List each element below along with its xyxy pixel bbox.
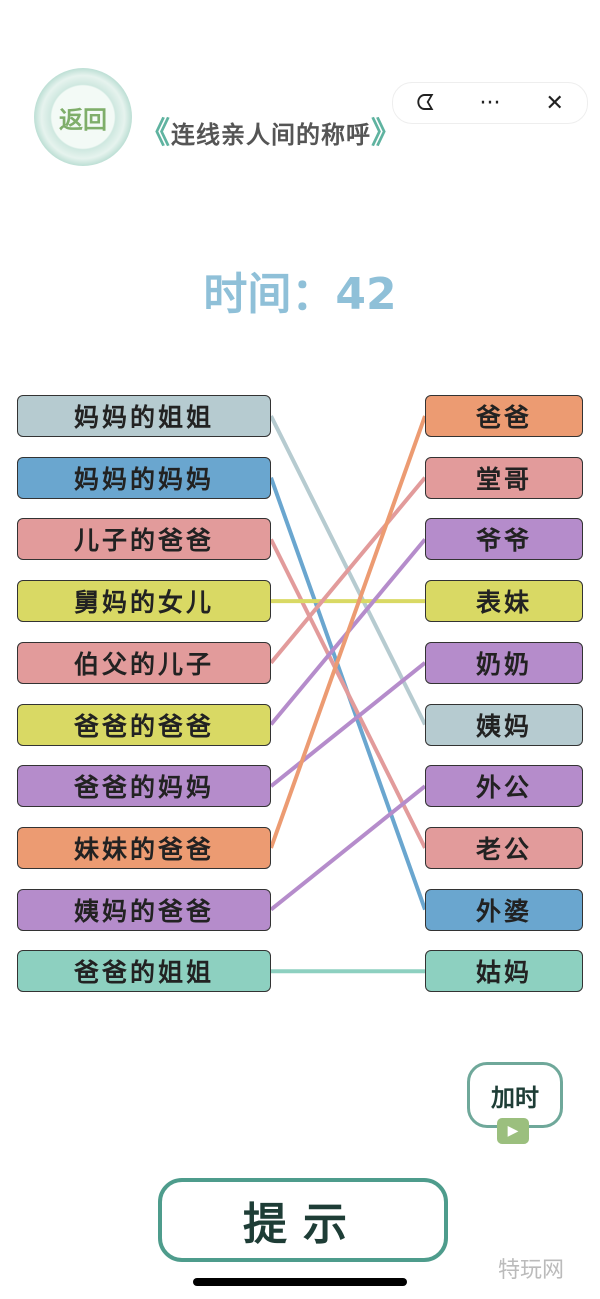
left-item[interactable]: 妈妈的妈妈 <box>17 456 271 499</box>
right-item[interactable]: 堂哥 <box>425 456 583 499</box>
miniprogram-capsule: ᗧ ··· ✕ <box>392 82 588 124</box>
item-label: 老公 <box>475 834 532 864</box>
item-label: 爸爸的妈妈 <box>73 773 214 803</box>
left-item[interactable]: 儿子的爸爸 <box>17 518 271 561</box>
connection-line <box>269 784 427 912</box>
left-item[interactable]: 爸爸的姐姐 <box>17 950 271 993</box>
back-button[interactable]: 返回 <box>34 68 132 166</box>
connection-line <box>269 415 427 849</box>
chevron-right-icon: 》 <box>371 116 402 151</box>
item-label: 爸爸的姐姐 <box>73 958 214 988</box>
item-label: 堂哥 <box>475 464 532 494</box>
left-item[interactable]: 爸爸的妈妈 <box>17 765 271 808</box>
right-item[interactable]: 爷爷 <box>425 518 583 561</box>
left-item[interactable]: 妹妹的爸爸 <box>17 826 271 869</box>
right-item[interactable]: 外婆 <box>425 888 583 931</box>
item-label: 爷爷 <box>475 526 532 556</box>
chevron-left-icon: 《 <box>140 116 171 151</box>
back-label: 返回 <box>59 105 107 134</box>
right-item[interactable]: 老公 <box>425 826 583 869</box>
item-label: 舅妈的女儿 <box>73 588 214 618</box>
home-indicator <box>193 1278 407 1286</box>
video-icon: ▶ <box>497 1118 529 1144</box>
item-label: 妈妈的姐姐 <box>73 403 214 432</box>
connection-line <box>269 538 427 849</box>
item-label: 妈妈的妈妈 <box>73 464 214 494</box>
more-icon[interactable]: ··· <box>479 90 501 116</box>
title-text: 连线亲人间的称呼 <box>171 121 371 149</box>
right-item[interactable]: 姑妈 <box>425 950 583 993</box>
timer-label: 时间： <box>203 269 336 320</box>
close-icon[interactable]: ✕ <box>545 90 564 116</box>
item-label: 爸爸的爸爸 <box>73 711 214 741</box>
right-item[interactable]: 奶奶 <box>425 641 583 684</box>
item-label: 外公 <box>475 773 532 803</box>
level-title: 《连线亲人间的称呼》 <box>140 108 402 152</box>
item-label: 姨妈 <box>475 711 532 741</box>
right-item[interactable]: 姨妈 <box>425 703 583 746</box>
left-item[interactable]: 姨妈的爸爸 <box>17 888 271 931</box>
item-label: 表妹 <box>475 588 532 618</box>
timer: 时间：42 <box>0 258 600 322</box>
item-label: 奶奶 <box>475 649 532 679</box>
item-label: 姨妈的爸爸 <box>73 896 214 926</box>
connection-line <box>269 661 427 788</box>
hint-button[interactable]: 提示 <box>158 1178 448 1262</box>
left-item[interactable]: 舅妈的女儿 <box>17 580 271 623</box>
right-item[interactable]: 外公 <box>425 765 583 808</box>
right-item[interactable]: 爸爸 <box>425 395 583 437</box>
left-item[interactable]: 妈妈的姐姐 <box>17 395 271 437</box>
connection-line <box>269 476 427 665</box>
left-item[interactable]: 爸爸的爸爸 <box>17 703 271 746</box>
item-label: 爸爸 <box>475 403 532 432</box>
hint-label: 提示 <box>243 1199 363 1250</box>
item-label: 伯父的儿子 <box>73 649 214 679</box>
right-item[interactable]: 表妹 <box>425 580 583 623</box>
left-item[interactable]: 伯父的儿子 <box>17 641 271 684</box>
item-label: 儿子的爸爸 <box>73 526 214 556</box>
item-label: 外婆 <box>475 896 532 926</box>
item-label: 妹妹的爸爸 <box>73 834 214 864</box>
pacman-icon[interactable]: ᗧ <box>416 90 435 116</box>
watermark: 特玩网 <box>498 1258 565 1283</box>
item-label: 姑妈 <box>475 958 532 988</box>
add-time-label: 加时 <box>491 1083 539 1112</box>
timer-value: 42 <box>335 269 397 320</box>
